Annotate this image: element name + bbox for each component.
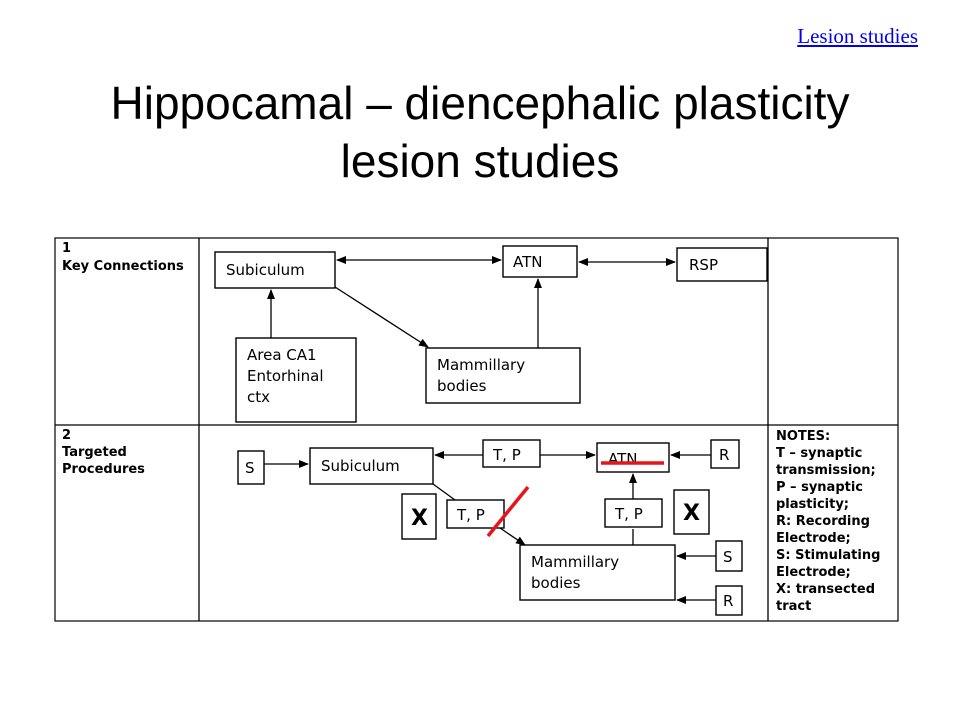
r2-r-top-label: R — [719, 446, 729, 464]
r1-mammillary-label-2: bodies — [437, 377, 487, 395]
row1-diagram: Subiculum ATN RSP Area CA1 Entorhinal ct… — [214, 245, 768, 423]
page-title: Hippocamal – diencephalic plasticity les… — [0, 74, 960, 190]
r1-rsp-box — [676, 247, 768, 282]
r2-subiculum-box — [309, 447, 434, 485]
r2-mammillary-label-2: bodies — [531, 574, 581, 592]
r2-x-left-label: X — [411, 506, 428, 531]
row2-heading-line2: Procedures — [62, 462, 145, 477]
r1-subiculum-label: Subiculum — [226, 261, 305, 279]
r1-atn-box — [502, 245, 578, 278]
r1-rsp-label: RSP — [689, 256, 718, 274]
title-line-1: Hippocamal – diencephalic plasticity — [110, 77, 850, 129]
notes-panel: NOTES: T – synaptic transmission; P – sy… — [776, 429, 880, 614]
notes-line-8: S: Stimulating — [776, 548, 880, 563]
r1-arrow-subiculum-mammillary — [334, 286, 429, 348]
r2-line-subiculum-tp — [432, 483, 456, 501]
r2-arrow-tp-mammillary — [499, 527, 526, 546]
notes-line-1: NOTES: — [776, 429, 830, 444]
title-line-2: lesion studies — [340, 135, 620, 187]
notes-line-9: Electrode; — [776, 565, 851, 580]
r2-mammillary-box — [519, 544, 676, 601]
r2-x-left-box — [401, 493, 437, 540]
r2-mammillary-label-1: Mammillary — [531, 553, 619, 571]
notes-line-3: transmission; — [776, 463, 876, 478]
r2-tp-top-label: T, P — [492, 446, 521, 464]
r2-tp-right-label: T, P — [614, 505, 643, 523]
r1-atn-label: ATN — [513, 253, 542, 271]
r2-atn-box — [596, 442, 670, 473]
row2-diagram: S Subiculum T, P ATN R X T, P T, P X Mam… — [237, 439, 743, 616]
r2-subiculum-label: Subiculum — [321, 457, 400, 475]
r2-x-right-label: X — [683, 501, 700, 526]
r1-subiculum-box — [214, 251, 336, 289]
row1-heading: Key Connections — [62, 259, 184, 274]
r2-tp-top-box — [482, 439, 541, 468]
notes-line-7: Electrode; — [776, 531, 851, 546]
row2-heading-line1: Targeted — [62, 445, 127, 460]
r2-tp-right-box — [604, 498, 663, 528]
r2-x-right-box — [673, 489, 710, 535]
r1-mammillary-label-1: Mammillary — [437, 356, 525, 374]
r2-s-right-box — [715, 540, 743, 572]
r2-s-left-label: S — [245, 459, 255, 477]
notes-line-11: tract — [776, 599, 811, 614]
lesion-studies-link[interactable]: Lesion studies — [797, 24, 918, 48]
notes-line-5: plasticity; — [776, 497, 849, 512]
r1-ca1-label-2: Entorhinal — [247, 367, 324, 385]
r2-r-bottom-box — [715, 585, 743, 616]
r1-ca1-label-1: Area CA1 — [247, 346, 317, 364]
r2-tp-left-label: T, P — [456, 506, 485, 524]
table-grid — [54, 237, 899, 622]
notes-line-10: X: transected — [776, 582, 875, 597]
r2-r-top-box — [710, 439, 740, 469]
row2-number: 2 — [62, 428, 71, 443]
r2-r-bottom-label: R — [723, 592, 733, 610]
r1-ca1-label-3: ctx — [247, 388, 270, 406]
r2-s-right-label: S — [723, 548, 733, 566]
notes-line-4: P – synaptic — [776, 480, 863, 495]
r1-mammillary-box — [425, 347, 581, 404]
tract-lesion-mark — [486, 485, 530, 538]
r2-atn-label: ATN — [608, 450, 637, 468]
notes-line-2: T – synaptic — [776, 446, 862, 461]
notes-line-6: R: Recording — [776, 514, 870, 529]
r1-ca1-box — [235, 337, 357, 423]
row1-number: 1 — [62, 241, 71, 256]
r2-s-left-box — [237, 450, 265, 485]
